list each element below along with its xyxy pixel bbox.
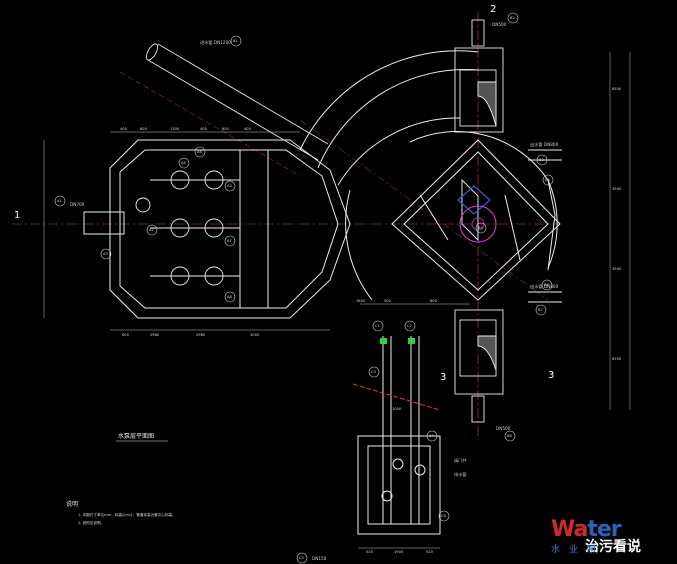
- label-inlet-main: 进水管 DN1200: [200, 39, 231, 46]
- valve-chamber: [352, 336, 441, 535]
- svg-text:A8: A8: [227, 295, 232, 299]
- watermark-sub: 水 业 网: [551, 545, 599, 555]
- top-outlet: [454, 19, 504, 133]
- note-1: 1. 本图尺寸单位mm，标高以m计，管道标高为管中心标高。: [78, 512, 176, 517]
- watermark: Water 治污看说 水 业 网: [545, 516, 673, 558]
- circular-tank: [299, 50, 558, 301]
- label-right-pipe-2: 出水管 DN800: [530, 283, 559, 290]
- center-well: [459, 205, 497, 243]
- watermark-name: 治污看说: [585, 539, 641, 555]
- pump-house: [83, 139, 351, 319]
- watermark-logo: Water: [551, 517, 622, 542]
- svg-text:A1: A1: [57, 199, 62, 203]
- svg-text:800: 800: [140, 127, 148, 131]
- svg-text:C4: C4: [429, 434, 435, 438]
- axis-line-diag: [299, 119, 549, 301]
- svg-text:600: 600: [122, 333, 130, 337]
- svg-text:3500: 3500: [612, 187, 622, 191]
- svg-text:600: 600: [222, 127, 230, 131]
- svg-text:A5: A5: [103, 252, 108, 256]
- callout-texts: B1 B2 B3 B4 B5 B6 B7 B8 A1 A2 A3 A4 A5 A…: [57, 16, 550, 560]
- section-mark-top: 2: [490, 4, 496, 15]
- notes-title: 说明: [66, 500, 78, 508]
- drawing-title: 水泵层平面图: [118, 432, 154, 440]
- bottom-outlet: [454, 309, 504, 423]
- svg-text:6500: 6500: [612, 87, 622, 91]
- svg-text:1900: 1900: [394, 550, 404, 554]
- section-mark-left: 1: [14, 210, 20, 221]
- central-chamber: [391, 139, 561, 301]
- svg-text:1300: 1300: [170, 127, 180, 131]
- svg-text:1800: 1800: [356, 299, 366, 303]
- svg-text:A3: A3: [227, 184, 232, 188]
- svg-text:600: 600: [430, 299, 438, 303]
- svg-text:500: 500: [384, 299, 392, 303]
- dimension-lines: [43, 52, 631, 549]
- svg-text:520: 520: [426, 550, 434, 554]
- svg-text:1000: 1000: [392, 407, 402, 411]
- svg-text:2960: 2960: [196, 333, 206, 337]
- svg-text:B6: B6: [544, 283, 549, 287]
- svg-text:400: 400: [244, 127, 252, 131]
- svg-text:A6: A6: [197, 150, 202, 154]
- svg-text:B5: B5: [478, 226, 483, 230]
- section-mark-bottom: 3: [548, 370, 554, 381]
- label-right-pipe-1: 出水管 DN800: [530, 141, 559, 148]
- label-valve-chamber: 阀门井: [454, 457, 467, 464]
- svg-text:B2: B2: [510, 16, 515, 20]
- svg-text:520: 520: [366, 550, 374, 554]
- svg-text:B3: B3: [539, 158, 544, 162]
- svg-text:B1: B1: [233, 39, 238, 43]
- svg-text:400: 400: [120, 127, 128, 131]
- svg-text:B7: B7: [538, 308, 543, 312]
- svg-text:B4: B4: [545, 178, 550, 182]
- svg-text:C5: C5: [299, 556, 304, 560]
- svg-text:C6: C6: [441, 514, 447, 518]
- svg-text:C3: C3: [371, 370, 376, 374]
- svg-text:3500: 3500: [612, 267, 622, 271]
- svg-text:A2: A2: [149, 228, 154, 232]
- inlet-pipe: [119, 43, 329, 177]
- svg-text:6500: 6500: [612, 357, 622, 361]
- svg-text:C1: C1: [375, 324, 380, 328]
- svg-text:2960: 2960: [150, 333, 160, 337]
- svg-text:A7: A7: [227, 239, 232, 243]
- green-valves: [380, 338, 415, 344]
- label-left-pipe: DN700: [70, 202, 85, 207]
- svg-text:A4: A4: [181, 161, 186, 165]
- svg-text:400: 400: [200, 127, 208, 131]
- section-mark-mid: 3: [440, 372, 446, 383]
- svg-text:3000: 3000: [250, 333, 260, 337]
- svg-text:C2: C2: [407, 324, 412, 328]
- note-2: 2. 其他见说明。: [78, 520, 104, 525]
- dimension-texts: 400 800 1300 400 600 400 600 2960 2960 3…: [120, 87, 622, 554]
- label-drain: 排水管: [454, 471, 467, 478]
- right-pipes: [528, 149, 562, 303]
- pumps: [135, 170, 240, 286]
- callouts: [54, 12, 554, 564]
- label-outlet-bottom: DN500: [496, 426, 511, 431]
- svg-text:B8: B8: [507, 434, 512, 438]
- label-outlet-top: DN500: [492, 22, 507, 27]
- label-bottom-pipe: DN150: [312, 556, 327, 561]
